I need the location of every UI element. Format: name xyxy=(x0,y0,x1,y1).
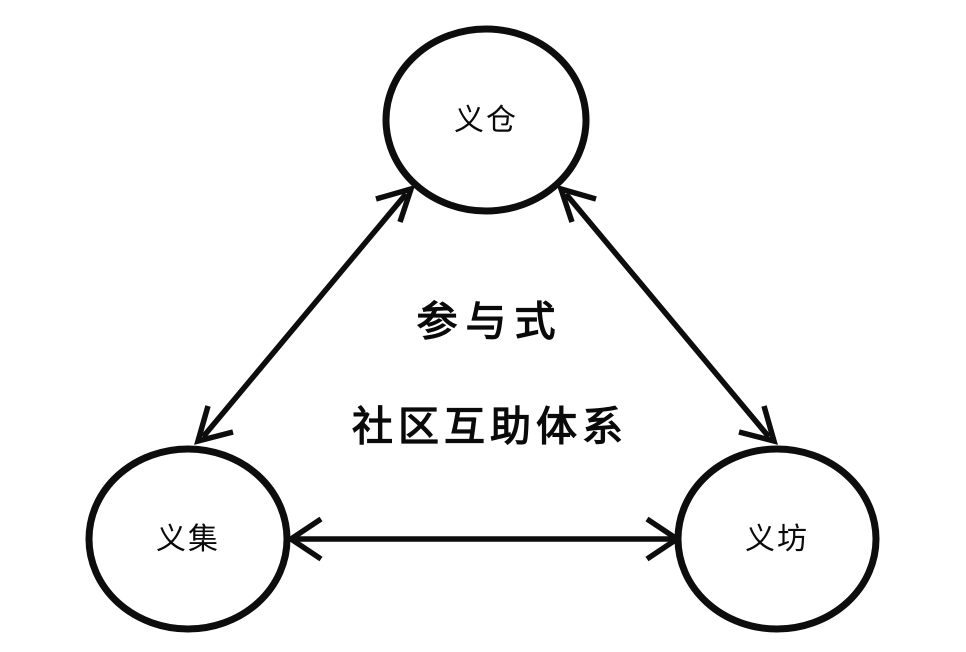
arrowhead-to-yiji-upper xyxy=(194,405,234,445)
edge-line-yicang-yifang xyxy=(563,192,772,439)
node-yifang-ellipse xyxy=(674,445,880,633)
node-yicang-label: 义仓 xyxy=(454,103,518,138)
arrowhead-to-yicang-right xyxy=(556,184,597,223)
node-yiji[interactable]: 义集 xyxy=(85,445,291,633)
edge-yiji-yifang[interactable] xyxy=(286,516,682,562)
arrowhead-to-yiji-bottom xyxy=(286,516,323,562)
arrowhead-to-yicang-left xyxy=(375,184,416,223)
node-yifang[interactable]: 义坊 xyxy=(674,445,880,633)
node-yiji-ellipse xyxy=(85,445,291,633)
edge-yicang-yifang[interactable] xyxy=(556,184,778,445)
node-yicang[interactable]: 义仓 xyxy=(382,25,590,215)
edge-line-yiji-yicang xyxy=(200,192,409,439)
center-caption-line-1: 参与式 xyxy=(417,298,564,346)
node-yifang-label: 义坊 xyxy=(745,522,809,557)
node-yicang-ellipse xyxy=(382,25,590,215)
edge-yiji-yicang[interactable] xyxy=(194,184,416,445)
node-yiji-label: 义集 xyxy=(156,522,220,557)
arrowhead-to-yifang-upper xyxy=(738,405,778,445)
center-caption-line-2: 社区互助体系 xyxy=(352,403,628,451)
center-caption: 参与式 社区互助体系 xyxy=(352,298,628,451)
